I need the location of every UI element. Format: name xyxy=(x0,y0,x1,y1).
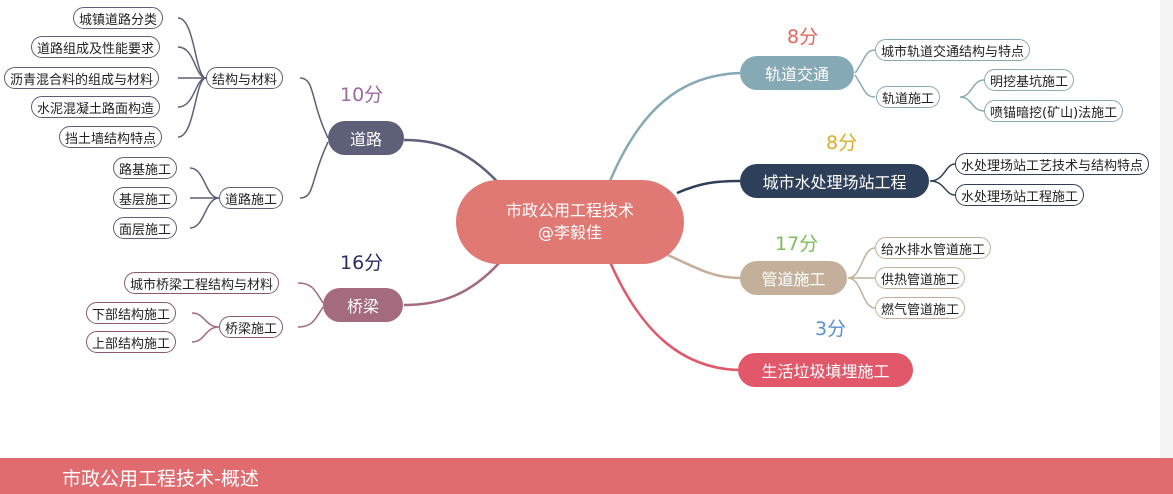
connector-water-items xyxy=(929,163,956,196)
connector-pipe-items xyxy=(847,247,876,309)
bridge-group-construction[interactable]: 桥梁施工 xyxy=(219,316,284,338)
branch-water[interactable]: 城市水处理场站工程 xyxy=(740,164,929,198)
connector-road-structure xyxy=(299,77,329,139)
water-item[interactable]: 水处理场站工程施工 xyxy=(955,184,1085,206)
branch-rail[interactable]: 轨道交通 xyxy=(740,56,854,90)
connector-center-waste xyxy=(608,261,739,372)
pipe-item[interactable]: 供热管道施工 xyxy=(875,267,966,289)
rail-construction-item[interactable]: 明挖基坑施工 xyxy=(984,69,1075,91)
right-edge-strip xyxy=(1160,0,1173,458)
pipe-score: 17分 xyxy=(775,233,819,255)
central-topic-title: 市政公用工程技术 xyxy=(505,201,634,220)
road-structure-item[interactable]: 挡土墙结构特点 xyxy=(59,126,163,148)
connector-center-water xyxy=(676,179,741,195)
water-item[interactable]: 水处理场站工艺技术与结构特点 xyxy=(955,153,1150,175)
connector-center-road xyxy=(403,138,506,191)
connector-center-bridge xyxy=(403,261,501,307)
connector-center-rail xyxy=(608,71,741,182)
road-score: 10分 xyxy=(340,84,384,106)
pipe-item[interactable]: 燃气管道施工 xyxy=(875,297,966,319)
bridge-score: 16分 xyxy=(340,252,384,274)
connector-center-pipe xyxy=(667,253,741,280)
bridge-construction-item[interactable]: 上部结构施工 xyxy=(86,331,177,353)
connector-roadconst-items xyxy=(189,167,220,229)
road-construction-item[interactable]: 面层施工 xyxy=(113,217,178,239)
connector-structure-items xyxy=(177,17,207,138)
central-topic-author: @李毅佳 xyxy=(537,223,602,242)
connector-railconst-items xyxy=(959,79,985,112)
road-structure-item[interactable]: 城镇道路分类 xyxy=(73,7,164,29)
road-structure-item[interactable]: 道路组成及性能要求 xyxy=(31,36,161,58)
road-structure-item[interactable]: 水泥混凝土路面构造 xyxy=(31,96,161,118)
connector-rail-construction xyxy=(854,74,876,98)
rail-score: 8分 xyxy=(787,26,819,48)
footer-bar: 市政公用工程技术-概述 xyxy=(0,458,1173,494)
branch-pipe[interactable]: 管道施工 xyxy=(740,261,847,295)
rail-construction-item[interactable]: 喷锚暗挖(矿山)法施工 xyxy=(984,100,1124,122)
branch-road[interactable]: 道路 xyxy=(328,121,404,155)
bridge-item[interactable]: 城市桥梁工程结构与材料 xyxy=(124,272,280,294)
road-group-construction[interactable]: 道路施工 xyxy=(219,187,284,209)
pipe-item[interactable]: 给水排水管道施工 xyxy=(875,237,992,259)
connector-road-construction xyxy=(299,141,329,199)
water-score: 8分 xyxy=(826,132,858,154)
rail-item[interactable]: 城市轨道交通结构与特点 xyxy=(875,39,1031,61)
road-group-structure[interactable]: 结构与材料 xyxy=(206,67,284,89)
central-topic[interactable]: 市政公用工程技术 @李毅佳 xyxy=(456,180,684,264)
connector-rail-topitem xyxy=(854,49,876,74)
connector-bridge-topitem xyxy=(297,282,324,304)
connector-bridgeconst-items xyxy=(191,312,220,343)
branch-bridge[interactable]: 桥梁 xyxy=(323,288,403,322)
rail-group-construction[interactable]: 轨道施工 xyxy=(876,86,941,108)
branch-waste[interactable]: 生活垃圾填埋施工 xyxy=(738,353,913,387)
road-structure-item[interactable]: 沥青混合料的组成与材料 xyxy=(4,67,160,89)
footer-title: 市政公用工程技术-概述 xyxy=(62,468,259,490)
bridge-construction-item[interactable]: 下部结构施工 xyxy=(86,302,177,324)
connector-bridge-construction xyxy=(297,306,324,328)
road-construction-item[interactable]: 路基施工 xyxy=(113,157,178,179)
road-construction-item[interactable]: 基层施工 xyxy=(113,187,178,209)
waste-score: 3分 xyxy=(815,318,847,340)
